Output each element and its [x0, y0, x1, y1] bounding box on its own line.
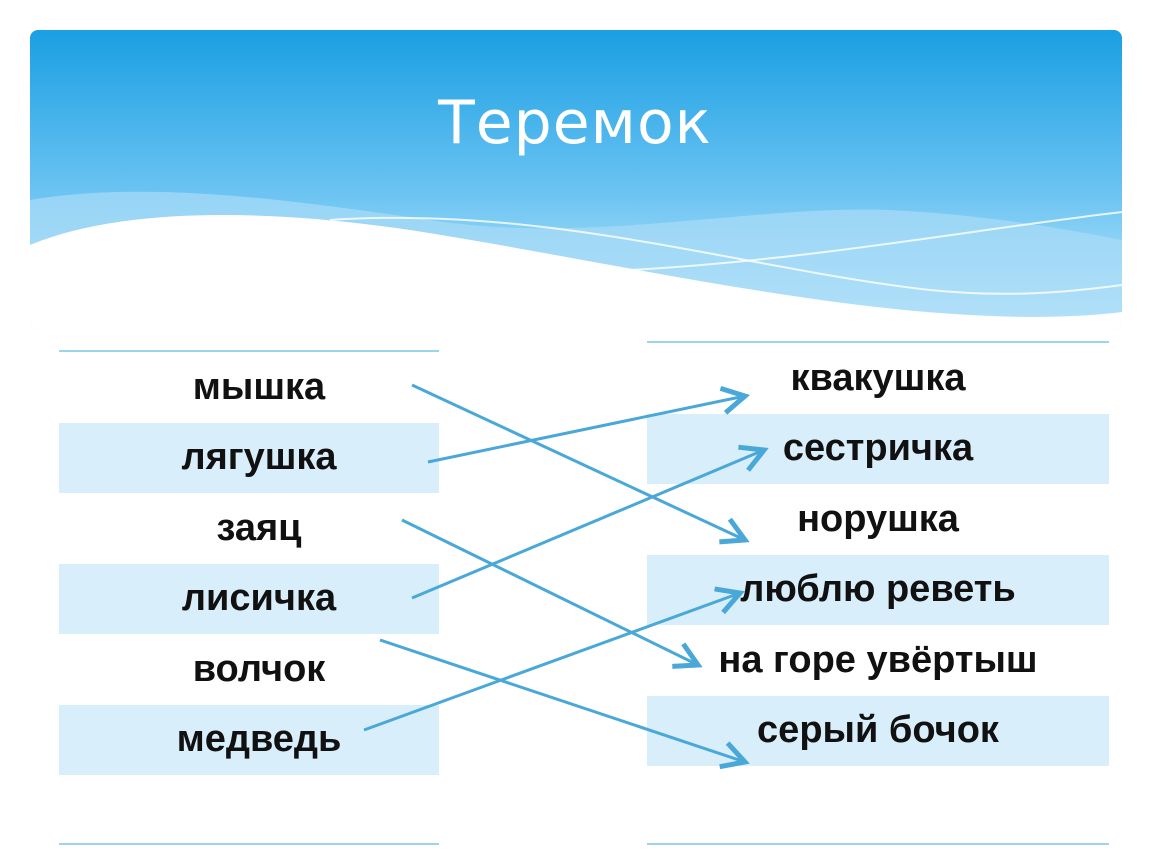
right-table-bottom-rule: [647, 843, 1109, 845]
left-word-table: мышка лягушка заяц лисичка волчок медвед…: [59, 350, 439, 775]
left-item: заяц: [216, 506, 302, 549]
left-item: медведь: [59, 704, 439, 775]
left-item: волчок: [192, 647, 326, 690]
right-item: сестричка: [647, 413, 1109, 484]
arrow-mouse-to-norushka: [411, 383, 745, 540]
left-item: лисичка: [59, 563, 439, 634]
left-item: лягушка: [59, 422, 439, 493]
table-top-rule: [647, 341, 1109, 343]
left-item: мышка: [192, 365, 326, 408]
right-item: на горе увёртыш: [718, 638, 1038, 681]
table-top-rule: [59, 350, 439, 352]
arrow-frog-to-kvakushka: [427, 396, 745, 464]
arrow-hare-to-uvertysh: [401, 518, 698, 665]
arrow-bear-to-lyublyu-revet: [363, 593, 740, 732]
arrow-wolf-to-seryi-bochok: [379, 638, 745, 762]
arrow-fox-to-sestrichka: [411, 450, 764, 600]
right-item: квакушка: [790, 356, 966, 399]
header-wave-background: [30, 30, 1122, 330]
right-item: норушка: [797, 497, 959, 540]
left-table-bottom-rule: [59, 843, 439, 845]
header-banner: [30, 30, 1122, 330]
slide-title: Теремок: [438, 88, 712, 158]
